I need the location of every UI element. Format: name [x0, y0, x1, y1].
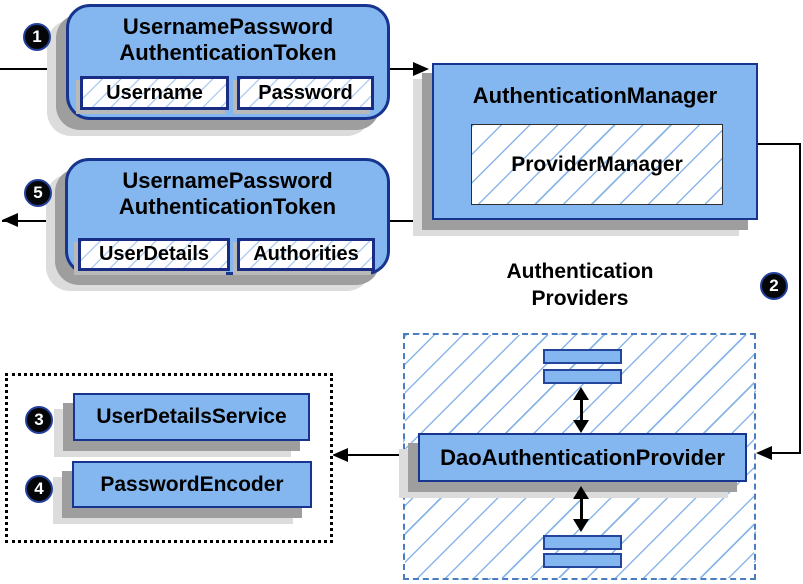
password-field-box: Password	[237, 76, 374, 110]
request-token-title: UsernamePassword AuthenticationToken	[69, 7, 387, 66]
arrow-up-head	[573, 486, 589, 499]
authorities-field-box: Authorities	[237, 238, 375, 271]
request-token-node: UsernamePassword AuthenticationToken Use…	[66, 4, 390, 120]
step5-arrowhead-icon	[2, 213, 18, 227]
arrow-up-head	[573, 387, 589, 400]
providers-heading-line1: Authentication	[506, 260, 654, 283]
response-token-title: UsernamePassword AuthenticationToken	[68, 161, 387, 220]
provider-manager-box: ProviderManager	[471, 124, 723, 205]
step1-arrowhead-icon	[413, 62, 429, 76]
step3-badge: 3	[25, 406, 53, 434]
step2-line-bottom	[760, 452, 801, 454]
request-token-title-line1: UsernamePassword	[122, 14, 334, 39]
arrow-down-head	[573, 519, 589, 532]
response-token-title-line2: AuthenticationToken	[118, 194, 337, 219]
provider-ellipsis-bar	[543, 349, 622, 364]
arrow-shaft	[579, 497, 583, 521]
step34-line	[346, 454, 418, 456]
step34-arrowhead-icon	[332, 448, 348, 462]
step2-line-vertical	[799, 143, 801, 454]
authentication-manager-node: AuthenticationManager ProviderManager	[432, 63, 758, 220]
provider-ellipsis-bar	[543, 553, 622, 568]
response-token-node: UsernamePassword AuthenticationToken Use…	[65, 158, 390, 275]
username-field-box: Username	[80, 76, 229, 110]
providers-heading: Authentication Providers	[440, 258, 720, 312]
step1-badge: 1	[23, 23, 51, 51]
step4-badge: 4	[25, 475, 53, 503]
authentication-manager-title: AuthenticationManager	[472, 83, 718, 108]
step2-line-top	[757, 143, 801, 145]
user-details-service-node: UserDetailsService	[73, 393, 310, 441]
arrow-shaft	[579, 398, 583, 422]
step2-arrowhead-icon	[756, 446, 772, 460]
dao-authentication-provider-node: DaoAuthenticationProvider	[418, 433, 747, 482]
step2-badge: 2	[760, 272, 788, 300]
step5-badge: 5	[24, 179, 52, 207]
password-encoder-node: PasswordEncoder	[72, 461, 312, 508]
request-token-title-line2: AuthenticationToken	[119, 40, 337, 65]
userdetails-field-box: UserDetails	[78, 238, 230, 271]
provider-ellipsis-bar	[543, 369, 622, 384]
response-token-title-line1: UsernamePassword	[122, 168, 333, 193]
dao-down-link-arrow-icon	[573, 486, 589, 532]
dao-up-link-arrow-icon	[573, 387, 589, 433]
provider-ellipsis-bar	[543, 535, 622, 550]
providers-heading-line2: Providers	[531, 287, 629, 310]
arrow-down-head	[573, 420, 589, 433]
